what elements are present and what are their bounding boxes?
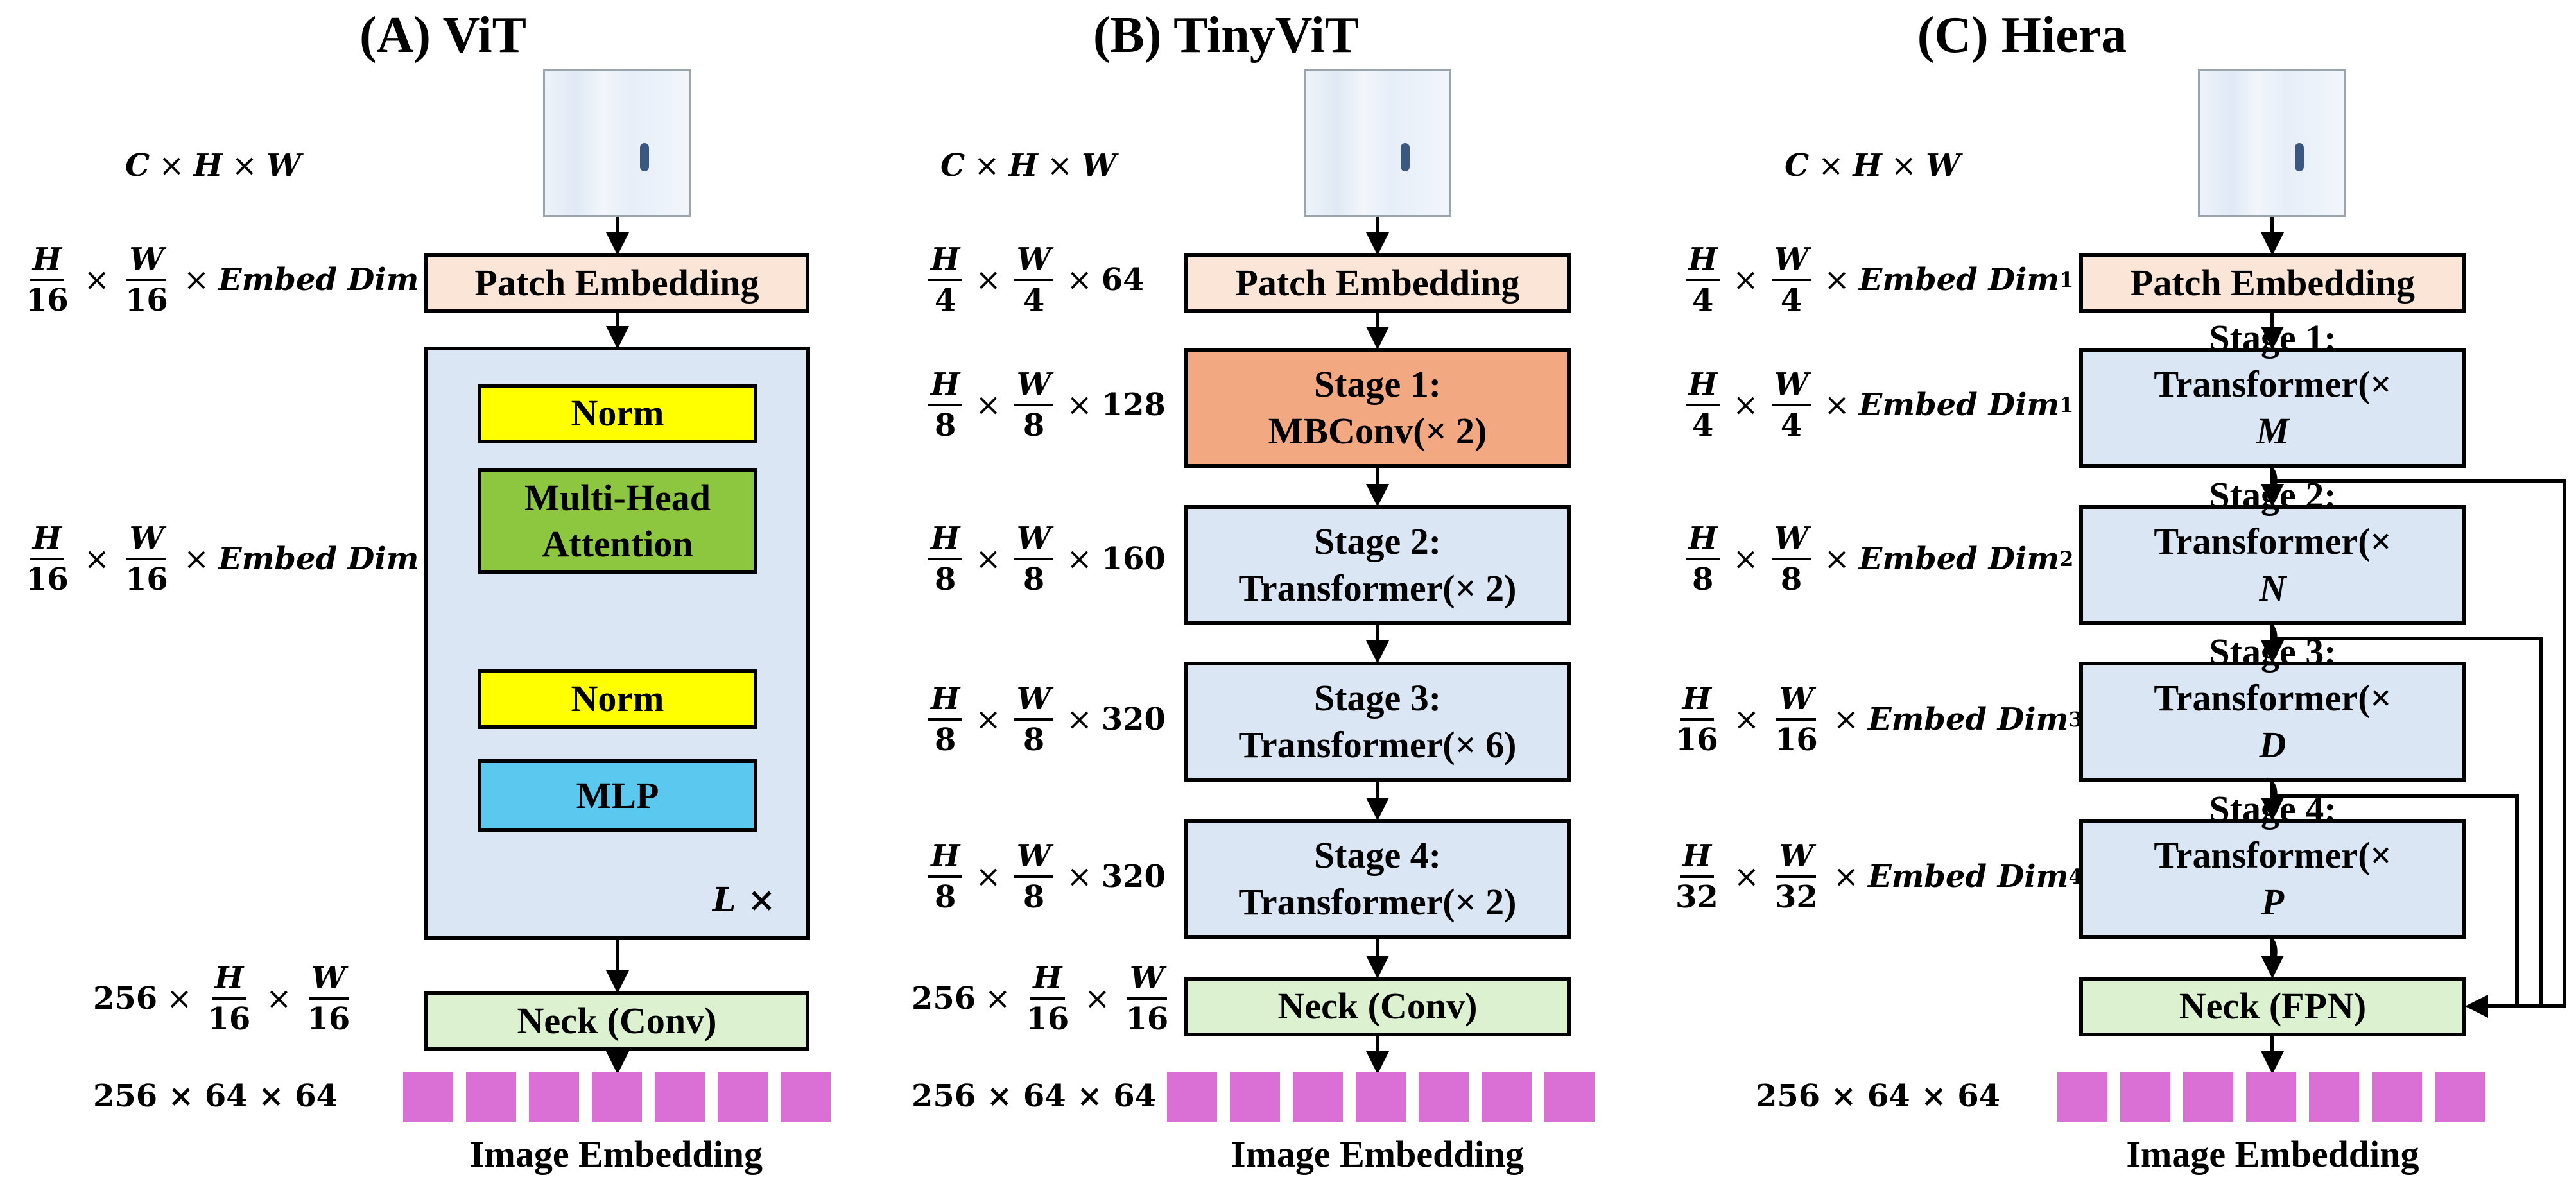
hiera-input-image (2198, 69, 2346, 217)
tinyvit-image-embedding-label: Image Embedding (1231, 1133, 1524, 1175)
vit-repeat-label: L × (713, 880, 776, 920)
embedding-token (718, 1072, 768, 1122)
embedding-token (1482, 1072, 1532, 1122)
embedding-token (529, 1072, 579, 1122)
tinyvit-neck: Neck (Conv) (1184, 977, 1571, 1036)
vit-embedding-tokens (403, 1072, 843, 1122)
embedding-token (1230, 1072, 1280, 1122)
vit-neck: Neck (Conv) (424, 991, 809, 1051)
hiera-output-dim: 256 × 64 × 64 (1756, 1078, 2001, 1114)
hiera-skip-stage2-to-fpn (2272, 637, 2543, 1006)
embedding-token (2309, 1072, 2359, 1122)
embedding-token (1419, 1072, 1469, 1122)
embedding-token (1293, 1072, 1343, 1122)
tinyvit-output-dim: 256 × 64 × 64 (912, 1078, 1157, 1114)
image-feature-mark (2295, 143, 2304, 171)
vit-norm-2: Norm (478, 669, 757, 729)
hiera-embedding-tokens (2057, 1072, 2498, 1122)
tinyvit-stage-2: Stage 2:Transformer(× 2) (1184, 505, 1571, 625)
tinyvit-title: (B) TinyViT (1093, 7, 1360, 64)
embedding-token (2435, 1072, 2485, 1122)
hiera-stage-4: Stage 4:Transformer(× P) (2079, 788, 2466, 969)
embedding-token (1356, 1072, 1406, 1122)
vit-norm-1: Norm (478, 384, 757, 443)
embedding-token (655, 1072, 705, 1122)
vit-input-dim: C×H×W (125, 148, 301, 184)
tinyvit-stage-4: Stage 4:Transformer(× 2) (1184, 819, 1571, 939)
embedding-token (2057, 1072, 2107, 1122)
vit-image-embedding-label: Image Embedding (469, 1133, 763, 1175)
vit-title: (A) ViT (359, 7, 526, 64)
hiera-stage-1: Stage 1:Transformer(× M) (2079, 317, 2466, 498)
hiera-input-dim: C×H×W (1785, 148, 1960, 184)
embedding-token (403, 1072, 453, 1122)
tinyvit-input-image (1304, 69, 1451, 217)
embedding-token (781, 1072, 831, 1122)
hiera-stage-3: Stage 3:Transformer(× D) (2079, 631, 2466, 812)
embedding-token (2120, 1072, 2170, 1122)
vit-input-image (543, 69, 691, 217)
embedding-token (2372, 1072, 2422, 1122)
tinyvit-input-dim: C×H×W (940, 148, 1116, 184)
embedding-token (1544, 1072, 1595, 1122)
tinyvit-embedding-tokens (1167, 1072, 1607, 1122)
embedding-token (592, 1072, 642, 1122)
hiera-title: (C) Hiera (1917, 7, 2127, 64)
hiera-neck: Neck (FPN) (2079, 977, 2466, 1036)
tinyvit-stage-3: Stage 3:Transformer(× 6) (1184, 662, 1571, 782)
tinyvit-stage-1: Stage 1:MBConv(× 2) (1184, 348, 1571, 468)
hiera-image-embedding-label: Image Embedding (2126, 1133, 2419, 1175)
vit-transformer-block (424, 347, 810, 940)
vit-mlp: MLP (478, 759, 757, 832)
image-feature-mark (1401, 143, 1410, 171)
tinyvit-patch-embedding: Patch Embedding (1184, 253, 1571, 313)
image-feature-mark (640, 143, 649, 171)
hiera-stage-2: Stage 2:Transformer(× N) (2079, 474, 2466, 655)
hiera-skip-stage3-to-fpn (2272, 794, 2519, 1006)
vit-output-dim: 256 × 64 × 64 (93, 1078, 338, 1114)
vit-patch-embedding: Patch Embedding (424, 253, 809, 313)
hiera-patch-embedding: Patch Embedding (2079, 253, 2466, 313)
embedding-token (1167, 1072, 1217, 1122)
embedding-token (2183, 1072, 2233, 1122)
embedding-token (2246, 1072, 2296, 1122)
embedding-token (466, 1072, 516, 1122)
